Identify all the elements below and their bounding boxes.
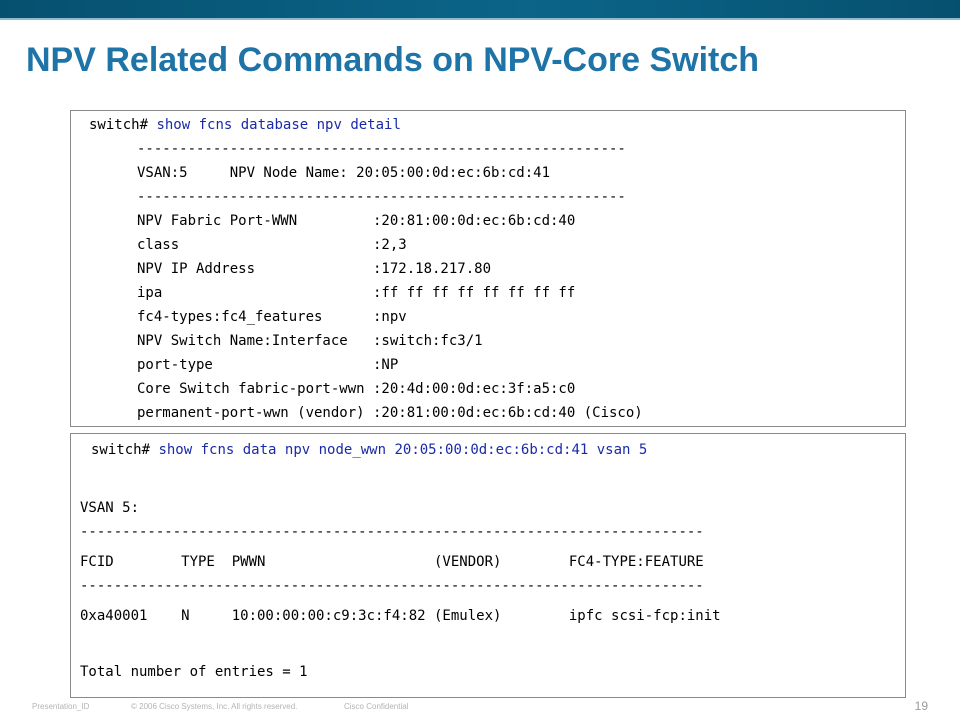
output-line: class :2,3	[137, 237, 407, 253]
output-line: port-type :NP	[137, 357, 399, 373]
npv-node-wwn-output-box: switch# show fcns data npv node_wwn 20:0…	[70, 433, 906, 698]
output-line: NPV Switch Name:Interface :switch:fc3/1	[137, 333, 483, 349]
footer-confidential: Cisco Confidential	[344, 702, 409, 711]
total-entries-line: Total number of entries = 1	[80, 664, 308, 680]
separator-line: ----------------------------------------…	[137, 189, 626, 205]
output-line: ipa :ff ff ff ff ff ff ff ff	[137, 285, 576, 301]
command-line: switch# show fcns data npv node_wwn 20:0…	[91, 441, 647, 459]
table-header-line: FCID TYPE PWWN (VENDOR) FC4-TYPE:FEATURE	[80, 554, 704, 570]
output-line: Core Switch fabric-port-wwn :20:4d:00:0d…	[137, 381, 576, 397]
output-line: NPV Fabric Port-WWN :20:81:00:0d:ec:6b:c…	[137, 213, 576, 229]
command-text: show fcns database npv detail	[156, 117, 401, 133]
top-banner-accent	[0, 18, 960, 20]
vsan-node-name-line: VSAN:5 NPV Node Name: 20:05:00:0d:ec:6b:…	[137, 165, 551, 181]
top-banner	[0, 0, 960, 18]
output-line: permanent-port-wwn (vendor) :20:81:00:0d…	[137, 405, 643, 421]
footer-copyright: © 2006 Cisco Systems, Inc. All rights re…	[131, 702, 298, 711]
output-line: NPV IP Address :172.18.217.80	[137, 261, 492, 277]
command-line: switch# show fcns database npv detail	[89, 116, 401, 134]
separator-line: ----------------------------------------…	[80, 578, 704, 594]
table-row: 0xa40001 N 10:00:00:00:c9:3c:f4:82 (Emul…	[80, 608, 721, 624]
prompt: switch#	[91, 442, 151, 458]
slide-title: NPV Related Commands on NPV-Core Switch	[26, 41, 760, 79]
separator-line: ----------------------------------------…	[80, 524, 704, 540]
footer-presentation-id: Presentation_ID	[32, 702, 90, 711]
output-line: fc4-types:fc4_features :npv	[137, 309, 407, 325]
vsan-header-line: VSAN 5:	[80, 500, 140, 516]
command-text: show fcns data npv node_wwn 20:05:00:0d:…	[158, 442, 648, 458]
prompt: switch#	[89, 117, 149, 133]
separator-line: ----------------------------------------…	[137, 141, 626, 157]
page-number: 19	[914, 699, 928, 713]
npv-detail-output-box: switch# show fcns database npv detail --…	[70, 110, 906, 427]
